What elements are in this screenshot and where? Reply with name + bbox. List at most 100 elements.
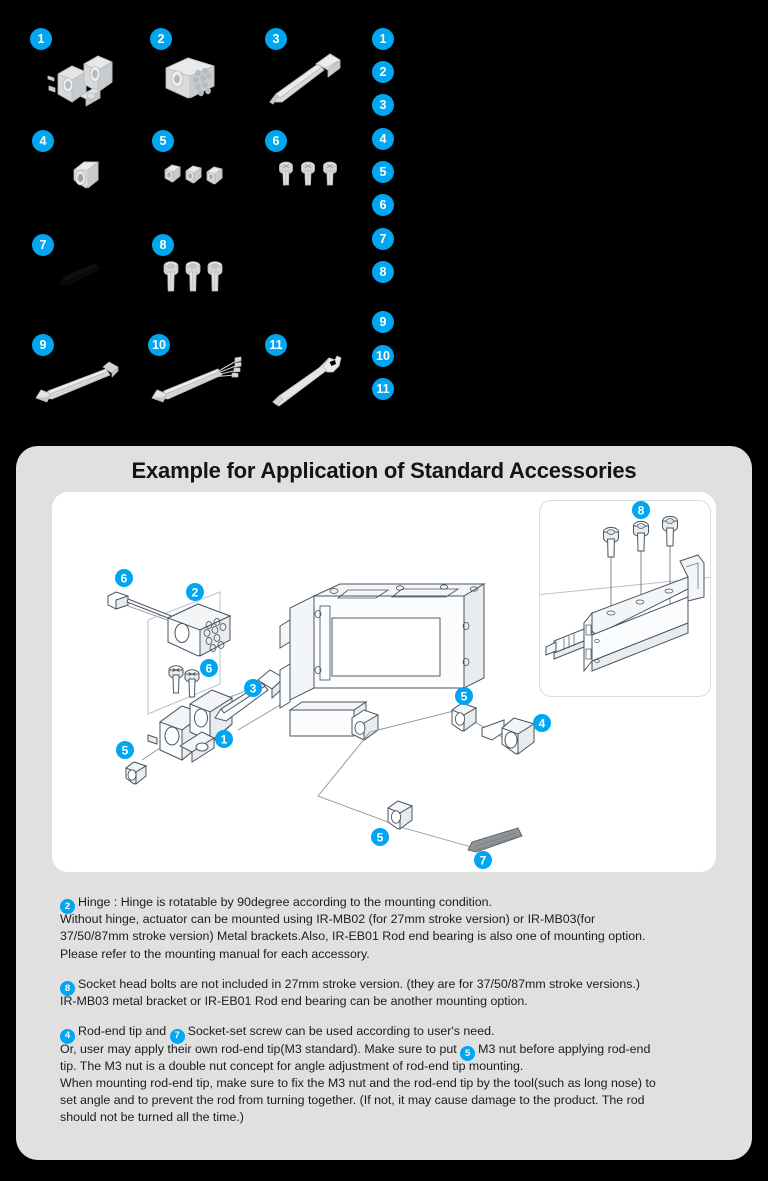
part-badge-7: 7 [32,234,54,256]
svg-text:6: 6 [121,572,128,586]
diagram-callout-2: 2 [186,583,204,601]
diagram-nut-5-left [124,761,148,786]
hinge-bracket-icon [42,50,132,120]
index-badge-11[interactable]: 11 [372,378,394,400]
part-badge-2: 2 [150,28,172,50]
note-text: Socket head bolts are not included in 27… [78,976,640,991]
svg-text:3: 3 [250,682,257,696]
index-badge-7[interactable]: 7 [372,228,394,250]
diagram-callout-1: 1 [215,730,233,748]
note-line: When mounting rod-end tip, make sure to … [60,1076,656,1091]
note-line: Please refer to the mounting manual for … [60,946,370,961]
diagram-callout-6-upper: 6 [115,569,133,587]
index-badge-6[interactable]: 6 [372,194,394,216]
index-badge-2[interactable]: 2 [372,61,394,83]
hinge-block-icon [158,50,238,110]
assembly-diagram-panel: 6 2 6 3 1 5 5 [52,492,716,872]
svg-text:5: 5 [122,744,129,758]
diagram-socket-set-screw-7 [467,827,523,853]
part-badge-3: 3 [265,28,287,50]
part-badge-6: 6 [265,130,287,152]
parts-index-rail: 1 2 3 4 5 6 7 8 9 10 11 [372,0,412,440]
inset-bolts-8 [603,515,678,615]
hex-nut-x3-icon [162,160,232,196]
diagram-hinge-block-2 [166,603,232,657]
svg-text:4: 4 [539,717,546,731]
diagram-hinge-bracket-1 [147,689,234,763]
inline-badge-7: 7 [169,1028,185,1044]
note-line: should not be turned all the time.) [60,1110,244,1125]
diagram-callout-7: 7 [474,851,492,869]
diagram-rod-end-tip-4 [481,717,536,755]
inset-diagram: 8 [540,501,710,673]
svg-text:2: 2 [192,586,199,600]
inset-actuator [545,554,705,673]
svg-text:1: 1 [221,733,228,747]
inset-callout-8: 8 [632,501,650,519]
note-text: Socket-set screw can be used according t… [187,1024,495,1039]
socket-set-screw-icon [54,258,124,298]
note-line: Or, user may apply their own rod-end tip… [60,1041,732,1061]
index-badge-9[interactable]: 9 [372,311,394,333]
note-text: Hinge : Hinge is rotatable by 90degree a… [78,895,492,909]
accessory-application-card: Example for Application of Standard Acce… [16,446,752,1160]
svg-text:5: 5 [461,690,468,704]
socket-head-bolt-x3-icon [162,258,232,304]
part-badge-11: 11 [265,334,287,356]
svg-text:8: 8 [638,504,645,518]
shoulder-bolt-icon [260,50,350,110]
index-badge-1[interactable]: 1 [372,28,394,50]
part-badge-4: 4 [32,130,54,152]
note-text: M3 nut before applying rod-end [478,1041,651,1056]
part-badge-1: 1 [30,28,52,50]
inline-badge-5: 5 [460,1045,476,1061]
index-badge-4[interactable]: 4 [372,128,394,150]
note-line: Without hinge, actuator can be mounted u… [60,912,596,927]
note-line: tip. The M3 nut is a double nut concept … [60,1058,524,1073]
diagram-callout-3: 3 [244,679,262,697]
diagram-actuator-body [279,583,486,741]
parts-catalog: 1 [0,0,768,440]
rod-end-tip-icon [68,156,118,200]
diagram-callout-6-mid: 6 [200,659,218,677]
note-line: IR-MB03 metal bracket or IR-EB01 Rod end… [60,994,528,1009]
diagram-nut-5-upper-right [450,702,478,732]
svg-text:7: 7 [480,854,487,868]
part-badge-10: 10 [148,334,170,356]
ribbon-cable-short-icon [30,358,130,406]
index-badge-8[interactable]: 8 [372,261,394,283]
part-badge-8: 8 [152,234,174,256]
index-badge-3[interactable]: 3 [372,94,394,116]
note-line: set angle and to prevent the rod from tu… [60,1093,645,1108]
inline-badge-4: 4 [60,1028,75,1044]
note-text: Rod-end tip and [78,1024,170,1039]
svg-text:5: 5 [377,831,384,845]
diagram-screws-6-pair [168,665,200,698]
svg-text:6: 6 [206,662,213,676]
note-line: 37/50/87mm stroke version) Metal bracket… [60,929,646,944]
diagram-callout-5-lower-right: 5 [371,828,389,846]
diagram-bolt-6-upper [107,591,175,621]
page-title: Example for Application of Standard Acce… [131,458,637,483]
note-text: Or, user may apply their own rod-end tip… [60,1041,461,1056]
part-badge-5: 5 [152,130,174,152]
index-badge-10[interactable]: 10 [372,345,394,367]
diagram-callout-5-left: 5 [116,741,134,759]
assembly-diagram: 6 2 6 3 1 5 5 [107,569,551,869]
index-badge-5[interactable]: 5 [372,161,394,183]
diagram-nut-5-lower-right [386,800,414,830]
part-badge-9: 9 [32,334,54,356]
ribbon-cable-branch-icon [146,354,251,406]
wrench-icon [265,354,345,410]
inset-detail-panel: 8 [539,500,711,697]
small-screw-x3-icon [277,158,347,198]
inline-badge-8: 8 [60,981,75,997]
inline-badge-2: 2 [60,899,75,915]
